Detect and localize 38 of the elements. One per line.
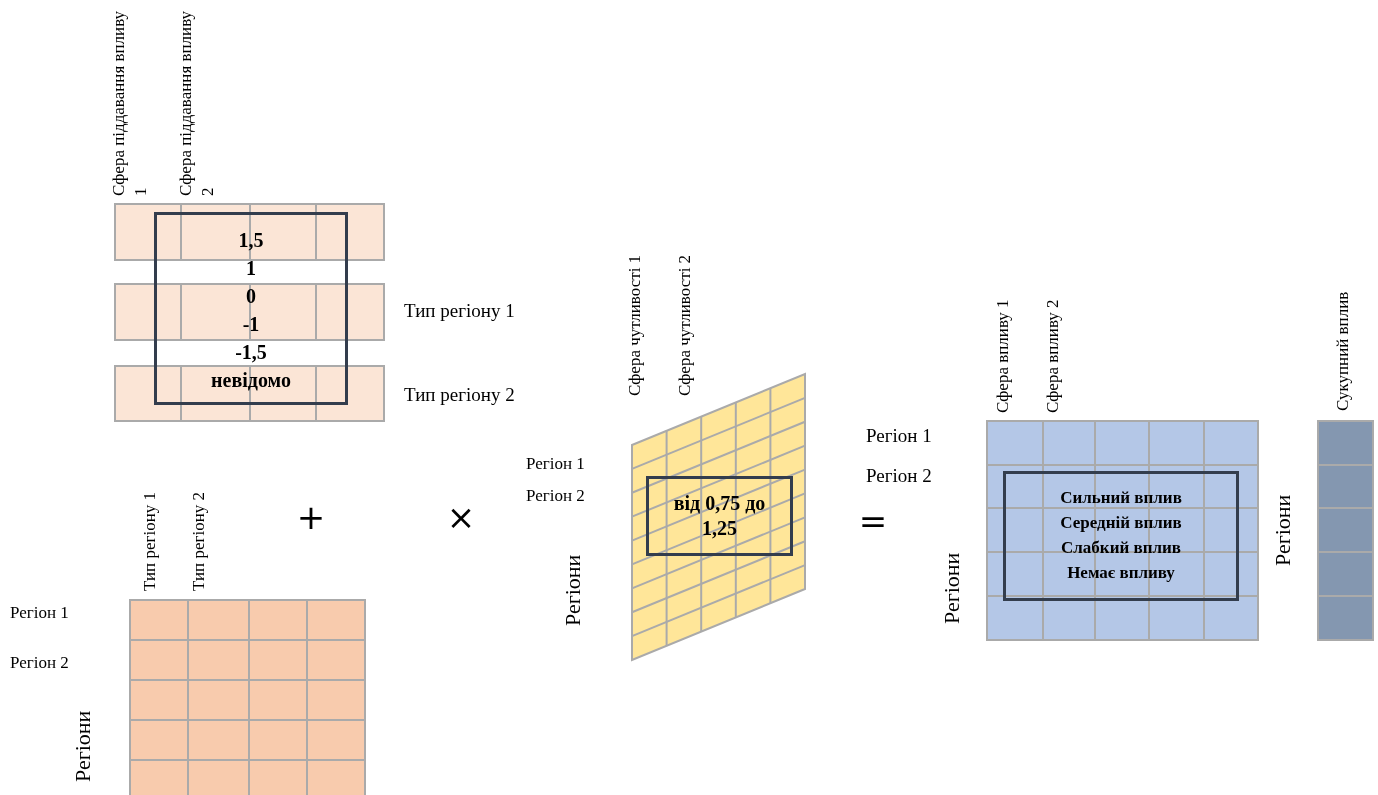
value-text: 0: [246, 284, 256, 309]
value-text: -1: [242, 312, 260, 337]
operator-symbol: ×: [446, 500, 476, 536]
axis-label: Регіон 2: [866, 465, 933, 488]
value-text: Слабкий вплив: [1061, 537, 1181, 559]
axis-label: Тип регіону 1: [404, 300, 516, 323]
value-text: 1,5: [238, 228, 264, 253]
axis-label: Регіон 1: [10, 602, 70, 624]
value-text: 1: [246, 256, 256, 281]
column-header: Сфера впливу 2: [1042, 298, 1063, 413]
value-text: Сильний вплив: [1060, 487, 1182, 509]
highlight-frame: [154, 212, 348, 405]
value-text: Середній вплив: [1060, 512, 1182, 534]
column-header: Тип регіону 1: [139, 491, 160, 591]
column-header: Сфера чутливості 2: [674, 253, 695, 396]
highlight-frame: [646, 476, 793, 556]
column-header: Сфера піддавання впливу 1: [108, 9, 151, 196]
axis-label: Регіон 2: [526, 485, 586, 507]
value-text: Немає впливу: [1067, 562, 1175, 584]
column-header: Сфера піддавання впливу 2: [175, 9, 218, 196]
axis-title: Регіони: [72, 709, 96, 782]
value-text: від 0,75 до 1,25: [672, 491, 767, 541]
axis-title: Регіони: [1272, 493, 1296, 566]
axis-label: Регіон 2: [10, 652, 70, 674]
axis-label: Регіон 1: [866, 425, 933, 448]
axis-title: Регіони: [941, 551, 965, 624]
value-text: невідомо: [211, 368, 291, 393]
column-header: Тип регіону 2: [188, 491, 209, 591]
column-header: Сфера чутливості 1: [624, 253, 645, 396]
column-header: Сукупний вплив: [1332, 290, 1353, 411]
column-header: Сфера впливу 1: [992, 298, 1013, 413]
operator-symbol: +: [296, 500, 326, 536]
axis-label: Тип регіону 2: [404, 384, 516, 407]
highlight-frame: [1003, 471, 1239, 601]
axis-title: Регіони: [562, 553, 586, 626]
axis-label: Регіон 1: [526, 453, 586, 475]
value-text: -1,5: [235, 340, 267, 365]
operator-symbol: =: [858, 504, 888, 540]
